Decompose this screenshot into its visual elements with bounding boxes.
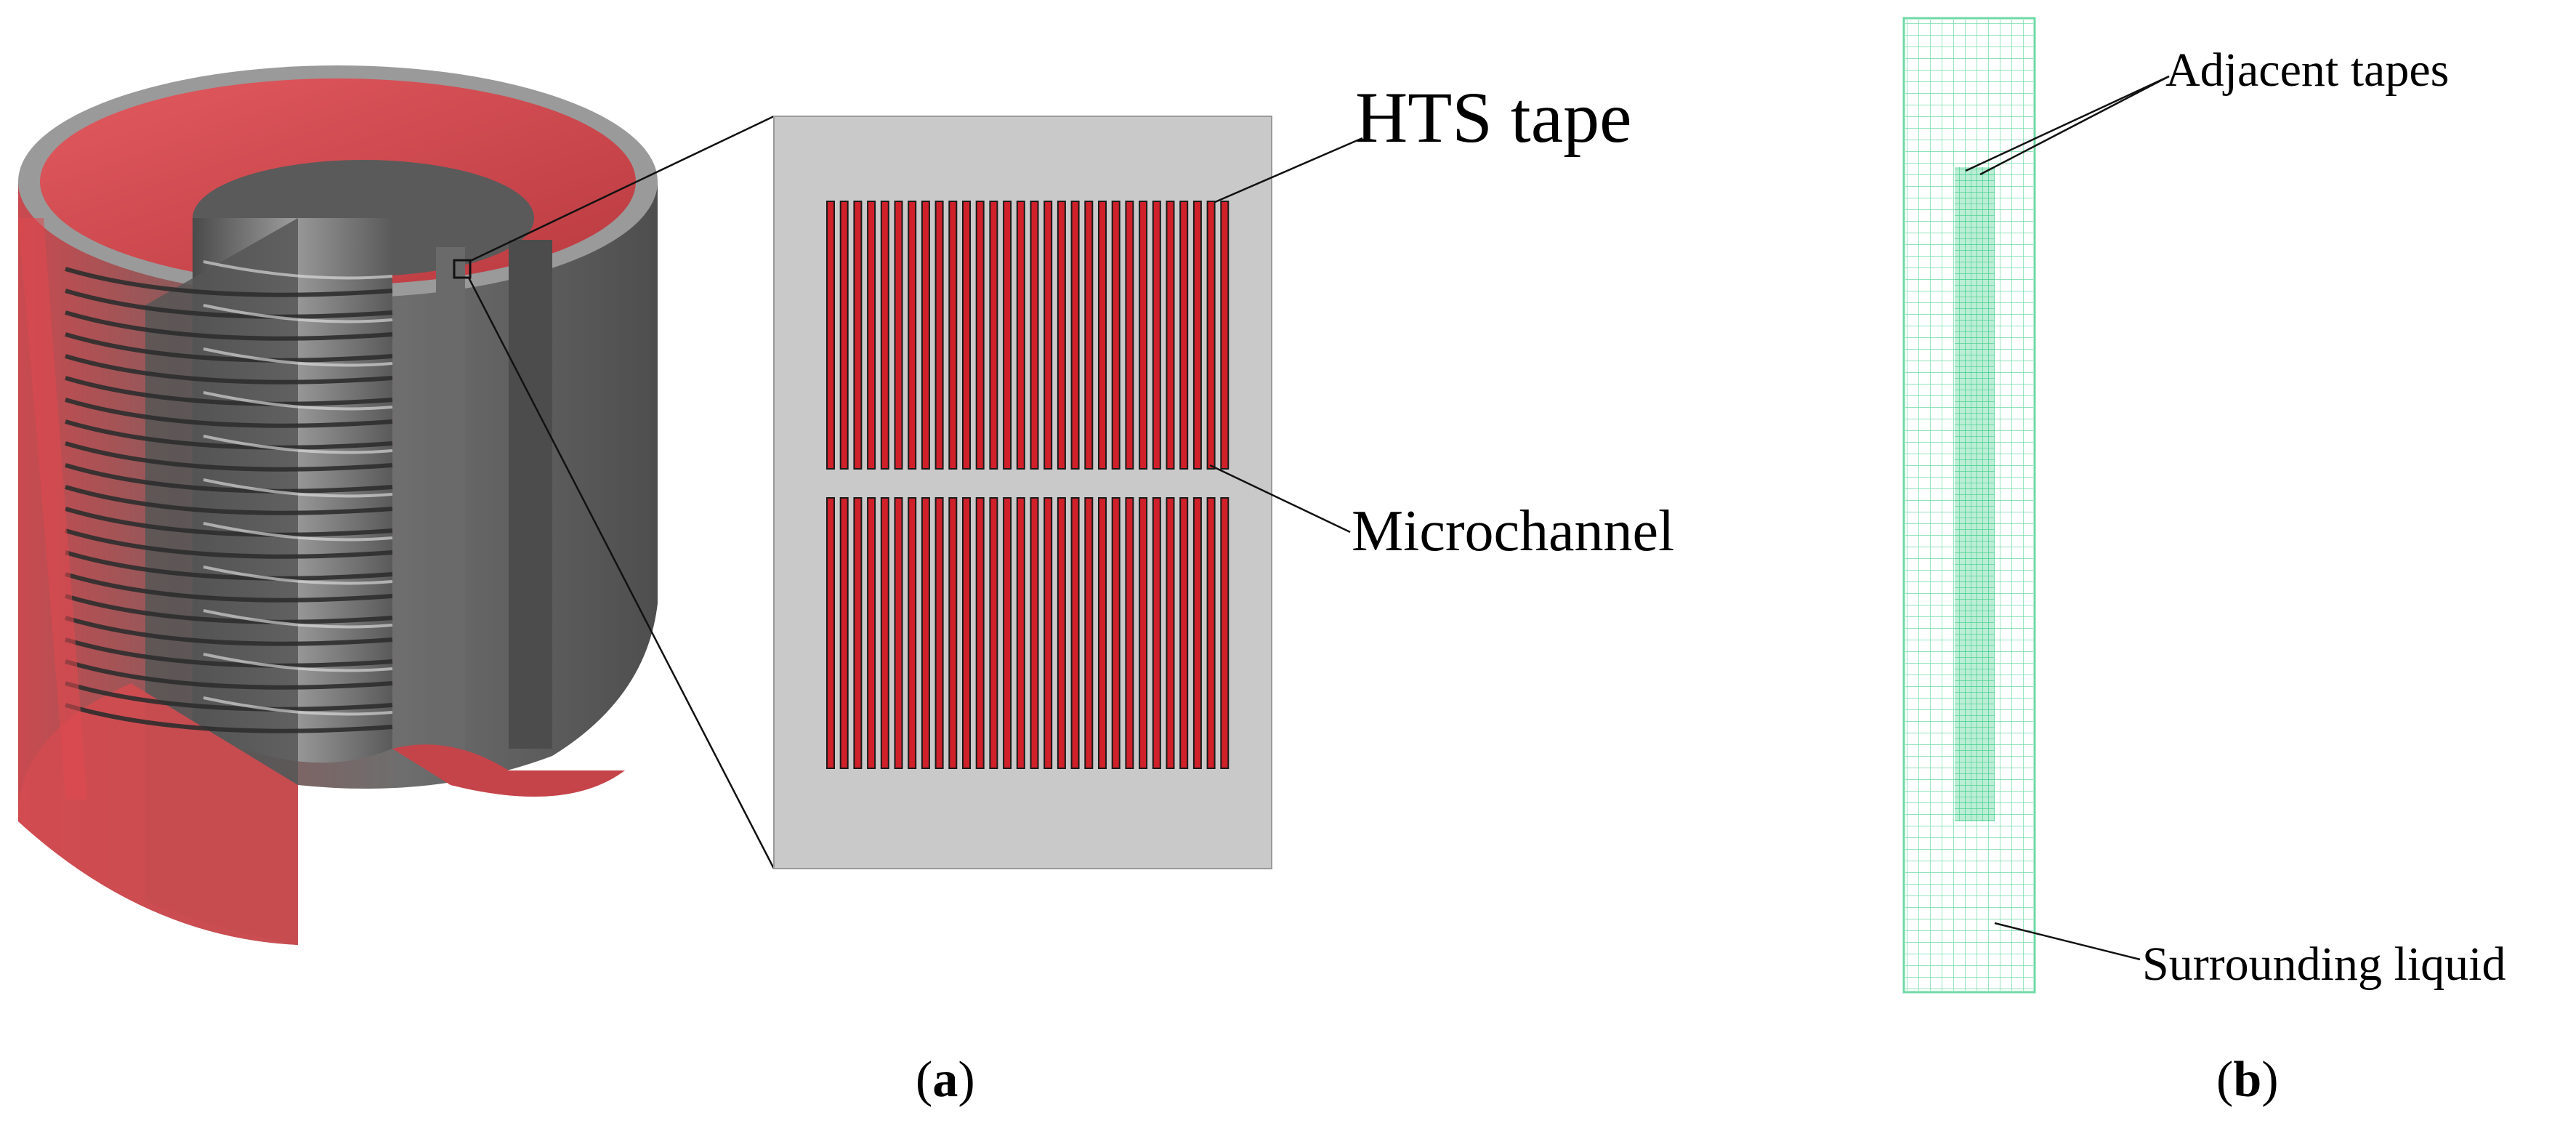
hts-tape-strip	[1166, 497, 1175, 769]
hts-tape-strip	[1220, 497, 1230, 769]
hts-tape-strip	[826, 497, 835, 769]
hts-tape-strip	[1098, 201, 1107, 470]
hts-tape-strip	[908, 497, 917, 769]
hts-tape-strip	[867, 497, 876, 769]
hts-tape-strip	[1057, 497, 1066, 769]
hts-tape-strip	[908, 201, 917, 470]
hts-tape-strip	[989, 497, 998, 769]
hts-tape-strip	[1206, 201, 1216, 470]
hts-tape-strip	[894, 497, 903, 769]
hts-tape-label: HTS tape	[1355, 77, 1631, 158]
mesh-panel	[1902, 17, 2036, 994]
hts-tape-strip	[1043, 201, 1053, 470]
hts-tape-strip	[1111, 497, 1121, 769]
surrounding-liquid-label: Surrounding liquid	[2142, 938, 2506, 991]
hts-tape-strip	[921, 201, 930, 470]
hts-tape-strip	[1192, 497, 1202, 769]
hts-tape-strip	[826, 201, 835, 470]
hts-tape-strip	[1152, 497, 1161, 769]
hts-tape-strip	[1139, 497, 1148, 769]
hts-tape-strip	[962, 497, 971, 769]
hts-tape-strip	[934, 497, 944, 769]
hts-tape-strip	[1084, 201, 1094, 470]
hts-tape-strip	[989, 201, 998, 470]
hts-tape-strip	[853, 201, 863, 470]
cross-section-panel	[773, 116, 1272, 869]
hts-tape-strip	[948, 497, 958, 769]
caption-b: (b)	[2216, 1052, 2279, 1108]
tape-stack-lower	[826, 497, 1230, 769]
tape-stack-upper	[826, 201, 1230, 470]
hts-tape-strip	[1139, 201, 1148, 470]
coil-turns	[65, 267, 393, 733]
hts-tape-strip	[1016, 497, 1025, 769]
hts-tape-strip	[975, 497, 985, 769]
hts-tape-strip	[1043, 497, 1053, 769]
hts-tape-strip	[1166, 201, 1175, 470]
hts-tape-strip	[1003, 201, 1012, 470]
hts-tape-strip	[853, 497, 863, 769]
caption-a: (a)	[916, 1052, 975, 1108]
coil-illustration	[17, 65, 658, 945]
hts-tape-strip	[1003, 497, 1012, 769]
microchannel-label: Microchannel	[1352, 499, 1674, 563]
hts-tape-strip	[1057, 201, 1066, 470]
hts-tape-strip	[880, 201, 889, 470]
hts-tape-strip	[1030, 497, 1039, 769]
hts-tape-strip	[1070, 497, 1080, 769]
hts-tape-strip	[934, 201, 944, 470]
hts-tape-strip	[1084, 497, 1094, 769]
hts-tape-strip	[1098, 497, 1107, 769]
hts-tape-strip	[1179, 497, 1189, 769]
hts-tape-strip	[1206, 497, 1216, 769]
hts-tape-strip	[1070, 201, 1080, 470]
adjacent-tapes-label: Adjacent tapes	[2165, 44, 2449, 97]
hts-tape-strip	[1030, 201, 1039, 470]
hts-tape-strip	[839, 497, 849, 769]
zoom-lines	[467, 115, 775, 869]
hts-tape-strip	[962, 201, 971, 470]
hts-tape-strip	[975, 201, 985, 470]
hts-tape-strip	[1016, 201, 1025, 470]
hts-tape-strip	[1125, 201, 1134, 470]
hts-tape-strip	[1179, 201, 1189, 470]
hts-tape-strip	[894, 201, 903, 470]
hts-tape-strip	[880, 497, 889, 769]
hts-tape-strip	[867, 201, 876, 470]
zoom-marker	[453, 259, 472, 279]
hts-tape-strip	[839, 201, 849, 470]
hts-tape-strip	[921, 497, 930, 769]
hts-tape-strip	[1125, 497, 1134, 769]
hts-tape-strip	[1220, 201, 1230, 470]
hts-tape-strip	[1192, 201, 1202, 470]
hts-tape-strip	[1111, 201, 1121, 470]
hts-tape-strip	[948, 201, 958, 470]
hts-tape-strip	[1152, 201, 1161, 470]
